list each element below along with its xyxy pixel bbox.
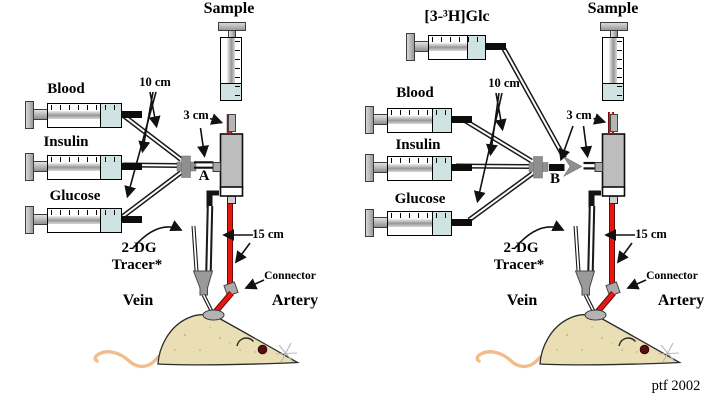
label-connector-b: Connector: [646, 270, 698, 282]
label-10cm-a: 10 cm: [139, 75, 171, 89]
syringe-barrel: [47, 155, 122, 180]
syringe-tip: [610, 114, 618, 132]
label-sample-b: Sample: [587, 0, 639, 17]
plunger-seal: [48, 111, 101, 119]
graduation-ticks: [391, 158, 449, 163]
dimension-arrows-b: [473, 92, 607, 204]
syringe-barrel: [47, 103, 122, 128]
sample-syringe-a: [218, 22, 246, 140]
label-sample-a: Sample: [203, 0, 255, 17]
label-glucose-a: Glucose: [49, 188, 101, 204]
graduation-ticks: [391, 110, 449, 115]
label-connector-a: Connector: [264, 270, 316, 282]
sample-syringe-b: [600, 22, 628, 140]
syringe-needle: [452, 219, 472, 226]
label-vein-b: Vein: [506, 292, 538, 309]
label-10cm-b: 10 cm: [488, 76, 520, 90]
plunger-seal: [48, 163, 101, 171]
plunger-seal: [227, 38, 235, 83]
infusion-tubes-b: [455, 47, 567, 223]
label-blood-b: Blood: [396, 85, 434, 101]
label-artery-b: Artery: [657, 292, 705, 309]
label-3cm-a: 3 cm: [183, 108, 209, 122]
plunger-seal: [388, 116, 433, 124]
label-tracer-a: Tracer*: [111, 257, 163, 273]
plunger-seal: [609, 38, 617, 83]
label-junction-b: B: [549, 171, 560, 187]
plunger-seal: [429, 43, 468, 51]
graduation-ticks: [391, 213, 449, 218]
y-junction-b: [563, 156, 583, 177]
plunger-seal: [388, 219, 433, 227]
label-tracer-b: Tracer*: [493, 257, 545, 273]
label-2dg-b: 2-DG: [503, 240, 539, 256]
graduation-ticks: [51, 210, 119, 215]
label-insulin-a: Insulin: [43, 134, 89, 150]
plunger-seal: [388, 164, 433, 172]
label-3cm-b: 3 cm: [566, 108, 592, 122]
syringe-barrel: [387, 211, 452, 236]
syringe-barrel: [220, 37, 242, 101]
syringe-needle: [122, 111, 142, 118]
four-way-junction-a: [176, 155, 197, 178]
graduation-ticks: [432, 37, 483, 42]
dimension-arrows-a: [124, 91, 224, 199]
segment-b-bar: [549, 164, 565, 171]
graduation-ticks: [235, 41, 240, 98]
four-way-junction-b: [528, 156, 549, 179]
syringe-tip: [228, 114, 236, 132]
syringe-barrel: [47, 208, 122, 233]
segment-a: [194, 161, 214, 169]
label-blood-a: Blood: [47, 81, 85, 97]
label-insulin-b: Insulin: [395, 137, 441, 153]
label-glc-b: [3-³H]Glc: [424, 8, 490, 25]
syringe-barrel: [428, 35, 486, 60]
syringe-needle: [122, 163, 142, 170]
plunger-seal: [48, 216, 101, 224]
syringe-needle: [486, 43, 506, 50]
label-glucose-b: Glucose: [394, 191, 446, 207]
label-15cm-b: 15 cm: [635, 227, 667, 241]
label-junction-a: A: [198, 168, 210, 184]
label-artery-a: Artery: [271, 292, 319, 309]
syringe-barrel: [602, 37, 624, 101]
label-vein-a: Vein: [122, 292, 154, 309]
syringe-needle: [452, 164, 472, 171]
syringe-barrel: [387, 156, 452, 181]
syringe-needle: [122, 216, 142, 223]
graduation-ticks: [51, 157, 119, 162]
label-2dg-a: 2-DG: [121, 240, 157, 256]
segment-b2: [583, 161, 595, 170]
graduation-ticks: [617, 41, 622, 98]
graduation-ticks: [51, 105, 119, 110]
syringe-needle: [452, 116, 472, 123]
signature: ptf 2002: [651, 378, 701, 394]
syringe-barrel: [387, 108, 452, 133]
panel-b-lines: [455, 47, 680, 366]
label-15cm-a: 15 cm: [252, 227, 284, 241]
